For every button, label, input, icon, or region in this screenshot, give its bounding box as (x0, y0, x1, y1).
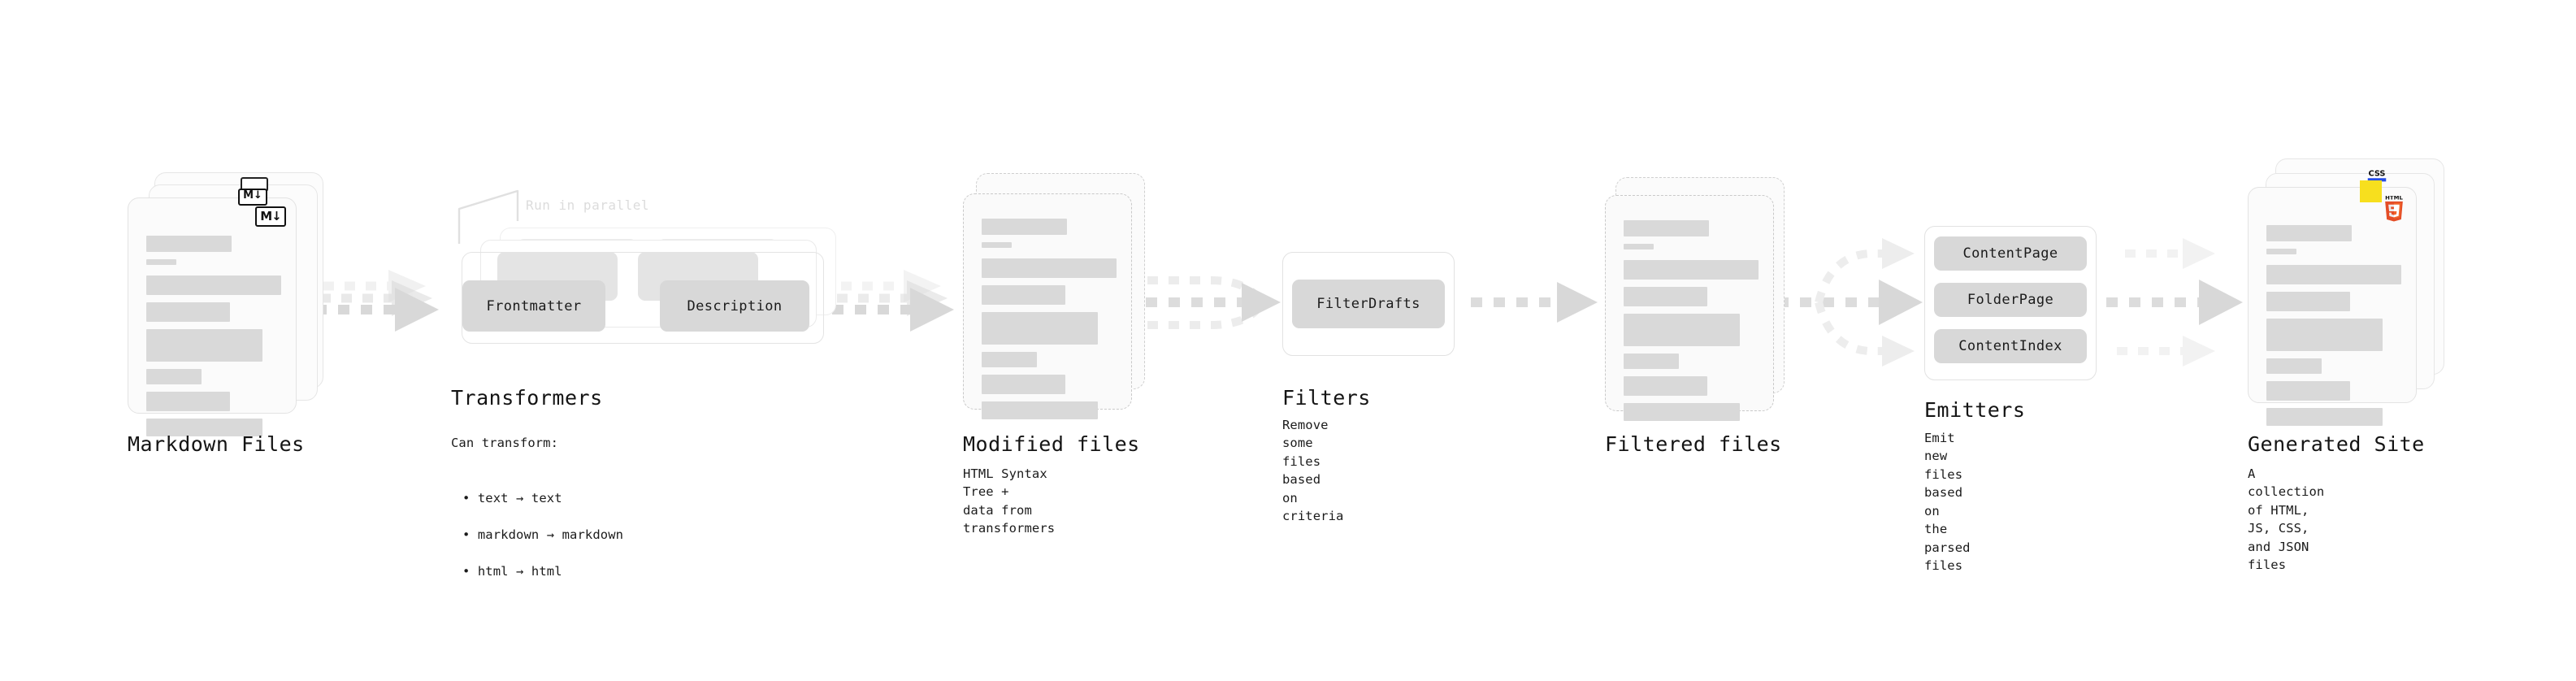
skeleton-line (1624, 314, 1740, 346)
skeleton-line (982, 312, 1098, 345)
chip-description-label: Description (687, 297, 783, 314)
svg-text:HTML: HTML (2385, 196, 2403, 201)
chip-filterdrafts-label: FilterDrafts (1316, 296, 1420, 312)
skeleton-line (2266, 319, 2383, 351)
stage-desc-transformers: Can transform: text → text markdown → ma… (451, 416, 623, 617)
transformers-desc-item: text → text (462, 489, 623, 507)
skeleton-line (146, 419, 262, 436)
file-sheet-front (1605, 195, 1774, 421)
skeleton-line (1624, 220, 1709, 236)
skeleton-line (146, 329, 262, 362)
transformers-desc-list: text → text markdown → markdown html → h… (451, 471, 623, 598)
skeleton-lines (146, 236, 281, 436)
stage-desc-emitters: Emit new files based on the parsed files (1924, 431, 1971, 574)
skeleton-line (982, 375, 1065, 394)
chip-contentpage-label: ContentPage (1962, 245, 2058, 262)
skeleton-line (982, 242, 1012, 248)
skeleton-line (146, 392, 230, 411)
skeleton-line (982, 219, 1067, 235)
skeleton-lines (2266, 225, 2401, 426)
skeleton-line (982, 285, 1065, 305)
chip-frontmatter[interactable]: Frontmatter (462, 280, 605, 332)
skeleton-lines (1624, 220, 1759, 421)
connector-modified-to-filters (1146, 276, 1281, 329)
skeleton-line (1624, 376, 1707, 396)
skeleton-line (2266, 381, 2350, 401)
transformer-panel-front (462, 252, 824, 344)
skeleton-line (2266, 225, 2352, 241)
transformers-desc-item: html → html (462, 562, 623, 580)
skeleton-line (982, 401, 1098, 419)
stage-title-filtered-files: Filtered files (1605, 432, 1782, 456)
connector-filtered-to-emitters (1777, 238, 1923, 367)
stage-title-generated-site: Generated Site (2248, 432, 2425, 456)
skeleton-line (2266, 265, 2401, 284)
file-sheet-front (963, 193, 1132, 419)
chip-folderpage[interactable]: FolderPage (1934, 283, 2087, 317)
skeleton-line (146, 259, 176, 265)
connector-filters-to-filtered (1471, 282, 1598, 323)
skeleton-line (2266, 358, 2322, 374)
transformers-desc-item: markdown → markdown (462, 526, 623, 544)
skeleton-line (1624, 354, 1680, 369)
skeleton-line (2266, 408, 2383, 426)
js-icon (2360, 180, 2382, 202)
skeleton-line (146, 369, 202, 384)
skeleton-line (1624, 260, 1759, 280)
connector-markdown-to-transformers (315, 270, 439, 332)
html5-icon: HTML (2382, 196, 2406, 223)
markdown-icon: M↓ (255, 206, 286, 227)
skeleton-line (146, 275, 281, 295)
stage-title-markdown-files: Markdown Files (128, 432, 305, 456)
stage-title-transformers: Transformers (451, 386, 603, 410)
stage-title-emitters: Emitters (1924, 398, 2026, 422)
stage-desc-filters: Remove some files based on criteria (1282, 418, 1344, 524)
skeleton-line (1624, 244, 1654, 249)
stage-desc-modified-files: HTML Syntax Tree + data from transformer… (963, 466, 1056, 536)
skeleton-lines (982, 219, 1117, 419)
connector-transformers-to-modified (832, 270, 954, 332)
connector-emitters-to-site (2106, 238, 2243, 367)
run-in-parallel-label: Run in parallel (526, 197, 649, 213)
chip-description[interactable]: Description (660, 280, 809, 332)
stage-title-modified-files: Modified files (963, 432, 1140, 456)
chip-frontmatter-label: Frontmatter (486, 297, 582, 314)
chip-filterdrafts[interactable]: FilterDrafts (1292, 280, 1445, 328)
stage-title-filters: Filters (1282, 386, 1371, 410)
file-sheet-front: M↓ (128, 197, 297, 436)
svg-text:CSS: CSS (2369, 169, 2386, 178)
transformers-desc-heading: Can transform: (451, 436, 559, 451)
skeleton-line (146, 302, 230, 322)
skeleton-line (1624, 403, 1740, 421)
skeleton-line (982, 258, 1117, 278)
chip-contentindex[interactable]: ContentIndex (1934, 329, 2087, 363)
skeleton-line (2266, 292, 2350, 311)
skeleton-line (1624, 287, 1707, 306)
skeleton-line (2266, 249, 2296, 254)
chip-contentpage[interactable]: ContentPage (1934, 236, 2087, 271)
markdown-icon-mid: M↓ (238, 189, 267, 206)
chip-contentindex-label: ContentIndex (1958, 338, 2062, 354)
skeleton-line (146, 236, 232, 252)
css3-icon: CSS (2367, 167, 2387, 189)
stage-desc-generated-site: A collection of HTML, JS, CSS, and JSON … (2248, 466, 2325, 573)
chip-folderpage-label: FolderPage (1967, 292, 2054, 308)
skeleton-line (982, 352, 1038, 367)
file-sheet-front: HTML (2248, 187, 2417, 426)
